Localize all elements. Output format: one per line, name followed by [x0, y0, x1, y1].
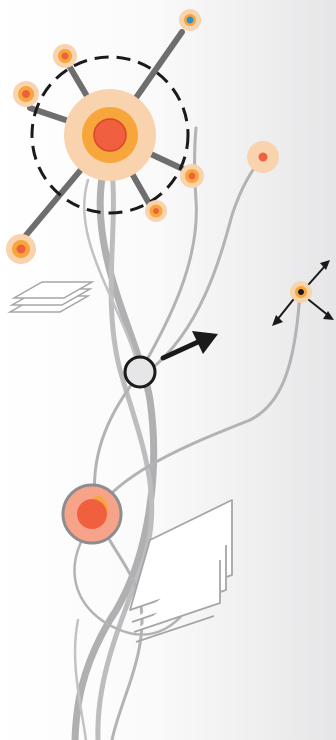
satellite-node-right: [180, 164, 204, 188]
satellite-node-top-right: [179, 9, 201, 31]
satellite-node-upper-left: [53, 44, 77, 68]
hub-dashed-ring: [30, 55, 190, 215]
endpoint-node-right: [247, 141, 279, 173]
stem-to-move-node: [92, 290, 302, 517]
selection-node-icon: [123, 355, 157, 389]
stem-left-thin: [82, 178, 142, 374]
open-book-icon: [129, 499, 233, 643]
stem-secondary-thick: [95, 167, 155, 740]
hub-node-icon: [19, 29, 190, 243]
satellite-node-left: [13, 81, 39, 107]
large-node-icon: [61, 483, 123, 545]
arrow-icon: [160, 331, 218, 361]
stem-tall-right: [138, 126, 198, 374]
stem-right-to-node: [148, 156, 264, 372]
document-stack-icon: [7, 281, 95, 313]
stems: [71, 126, 302, 740]
satellite-node-lower: [145, 200, 167, 222]
satellite-node-lower-left: [6, 234, 36, 264]
stem-left-curl: [92, 368, 144, 740]
hub-core: [93, 118, 127, 152]
small-node-icon: [6, 9, 279, 264]
stem-main-thick: [71, 174, 158, 740]
stem-bottom-thin: [73, 618, 88, 740]
move-arrows-icon: [272, 260, 334, 326]
